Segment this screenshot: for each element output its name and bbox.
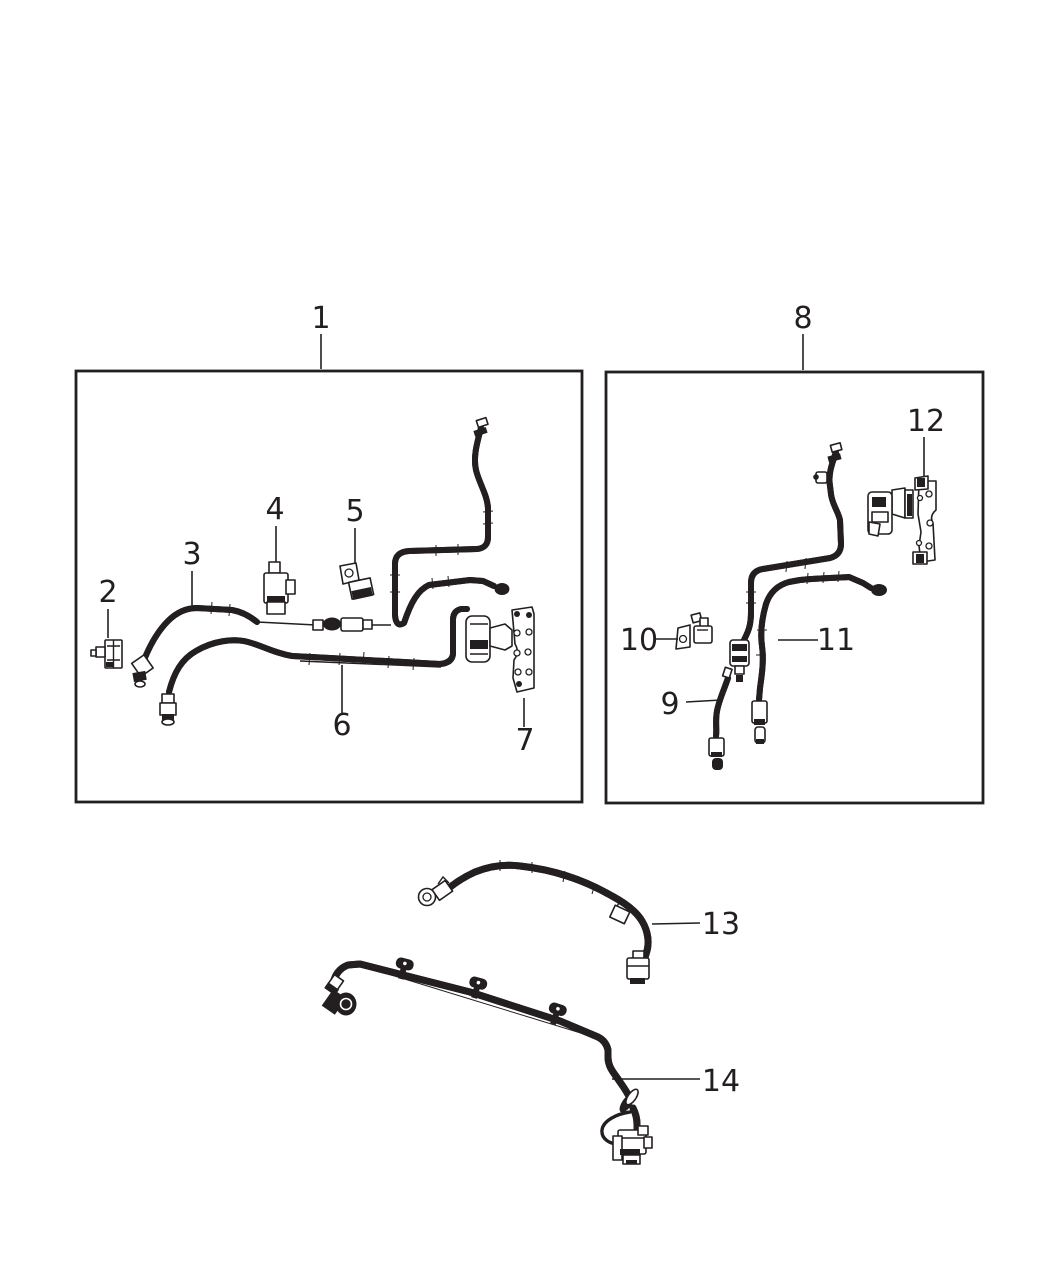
callout-4-label: 4 bbox=[265, 492, 284, 527]
fuel-line-return-tube bbox=[392, 425, 497, 628]
harness-14-left-connector bbox=[321, 973, 357, 1016]
segment-ticks bbox=[210, 510, 494, 671]
callout-10: 10 bbox=[620, 623, 678, 658]
callout-10-label: 10 bbox=[620, 623, 658, 658]
segment-ticks-8 bbox=[746, 557, 840, 656]
callout-8-label: 8 bbox=[793, 301, 812, 336]
hose-13-connector bbox=[626, 950, 650, 984]
harness-clip bbox=[469, 976, 488, 999]
callout-14-label: 14 bbox=[702, 1064, 740, 1099]
hose-13 bbox=[417, 860, 650, 984]
connector-2 bbox=[90, 639, 123, 669]
callout-7-label: 7 bbox=[515, 723, 534, 758]
bracket-12 bbox=[867, 475, 937, 565]
callout-3-label: 3 bbox=[182, 537, 201, 572]
bracket-7 bbox=[465, 606, 535, 693]
quick-connect-fitting bbox=[494, 583, 510, 595]
callout-11-label: 11 bbox=[817, 623, 855, 658]
callout-5-label: 5 bbox=[345, 494, 364, 529]
callout-12: 12 bbox=[907, 404, 945, 476]
inline-filter bbox=[312, 617, 391, 632]
callout-8: 8 bbox=[793, 301, 813, 370]
solenoid-4 bbox=[263, 561, 296, 615]
callout-13-leader bbox=[651, 922, 701, 925]
callout-2-label: 2 bbox=[98, 575, 117, 610]
assembly-1-art bbox=[90, 416, 535, 726]
callout-13-label: 13 bbox=[702, 907, 740, 942]
callout-2: 2 bbox=[98, 575, 118, 638]
callout-5: 5 bbox=[345, 494, 365, 563]
callout-7: 7 bbox=[515, 698, 535, 758]
harness-14-end-connector bbox=[612, 1125, 653, 1165]
harness-14 bbox=[321, 957, 653, 1165]
callout-1: 1 bbox=[311, 301, 331, 369]
assembly-8-art bbox=[675, 442, 937, 770]
assembly-box-8 bbox=[604, 370, 985, 805]
callout-13: 13 bbox=[651, 907, 740, 942]
callout-6-label: 6 bbox=[332, 708, 351, 743]
callout-9-label: 9 bbox=[660, 687, 679, 722]
callout-3: 3 bbox=[182, 537, 202, 608]
bracket-5 bbox=[339, 562, 375, 600]
callout-4: 4 bbox=[265, 492, 285, 562]
harness-clip bbox=[395, 957, 414, 980]
clip-10 bbox=[675, 612, 713, 650]
callout-9-leader bbox=[685, 699, 722, 703]
callouts: 1 2 3 4 5 6 7 8 bbox=[98, 301, 945, 1099]
callout-1-label: 1 bbox=[311, 301, 330, 336]
callout-9: 9 bbox=[660, 687, 722, 722]
callout-11: 11 bbox=[778, 623, 855, 658]
assembly-box-1 bbox=[74, 369, 584, 804]
callout-6: 6 bbox=[332, 665, 352, 743]
callout-14: 14 bbox=[612, 1064, 740, 1099]
callout-12-label: 12 bbox=[907, 404, 945, 439]
harness-clip bbox=[548, 1002, 567, 1025]
